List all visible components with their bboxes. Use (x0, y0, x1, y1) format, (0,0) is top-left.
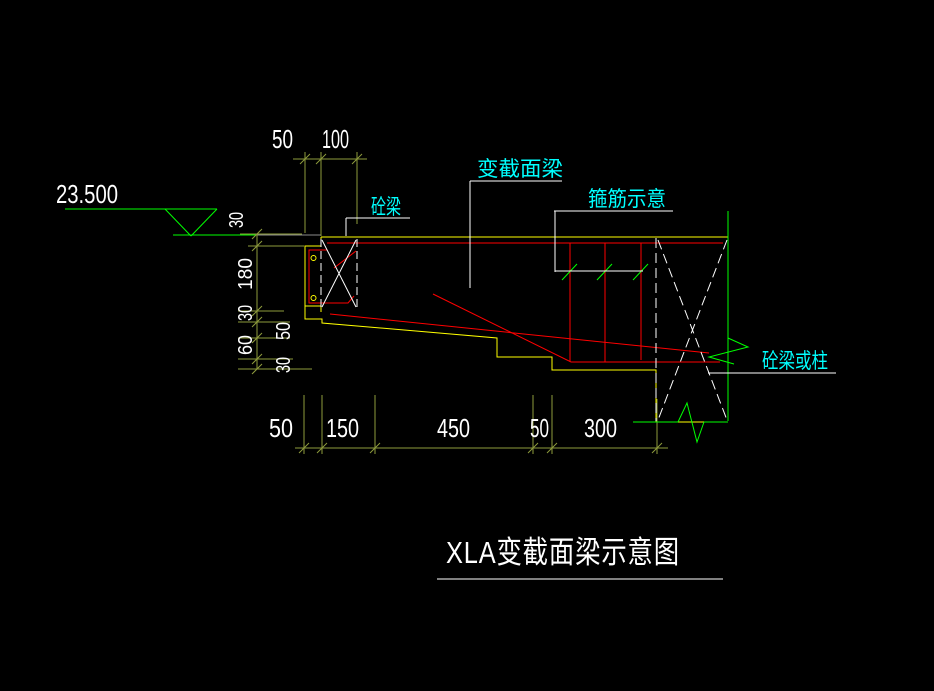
end-anchorage (309, 250, 354, 303)
dim-text-left2-1: 30 (273, 357, 295, 373)
label-concrete-beam: 砼梁 (346, 196, 410, 236)
dim-tick (252, 241, 262, 251)
label-concrete-beam-text: 砼梁 (371, 196, 401, 219)
label-concrete-beam-or-column-text: 砼梁或柱 (762, 350, 828, 373)
bottom-dimension-chain: 50 150 450 50 300 (269, 395, 668, 454)
dim-text-bottom-0: 50 (269, 413, 293, 443)
dim-text-left-3: 60 (235, 335, 257, 355)
dim-tick (316, 154, 326, 164)
sloped-bottom-rebar (330, 314, 709, 353)
label-stirrup-schematic-text: 箍筋示意 (588, 188, 666, 211)
column-cross-diagonal (658, 240, 727, 420)
dim-tick (252, 354, 262, 364)
dim-tick (252, 317, 262, 327)
dim-text-bottom-3: 50 (530, 413, 549, 443)
dim-tick (652, 443, 662, 453)
stirrup-tick (562, 264, 577, 280)
bent-up-rebar (433, 294, 720, 362)
dim-text-left-2: 30 (235, 305, 257, 321)
right-column (633, 211, 728, 442)
leader-arrow (709, 338, 748, 364)
dim-text-bottom-1: 150 (326, 413, 359, 443)
dim-tick (528, 443, 538, 453)
dim-tick (300, 154, 310, 164)
elevation-value: 23.500 (56, 179, 118, 209)
top-dimension-chain: 50 100 (272, 124, 367, 236)
dim-tick (352, 154, 362, 164)
stirrups (562, 243, 648, 362)
beam-outline (305, 237, 728, 422)
dim-text-bottom-4: 300 (584, 413, 617, 443)
break-symbol (678, 403, 704, 442)
label-variable-section-beam: 变截面梁 (470, 158, 563, 288)
left-support-block (321, 239, 357, 309)
dim-text-top-0: 50 (272, 124, 293, 154)
drawing-title: XLA变截面梁示意图 (437, 535, 723, 579)
dim-tick (252, 306, 262, 316)
block-cross-diagonal (322, 240, 356, 307)
rebar-lines (309, 243, 723, 362)
dim-tick (252, 364, 262, 374)
dim-tick (547, 443, 557, 453)
left-dimension-chain: 30 180 30 60 50 30 (226, 212, 312, 374)
dim-text-left-1: 180 (235, 258, 257, 290)
beam-bottom-stepped-edge (305, 237, 728, 422)
label-concrete-beam-or-column: 砼梁或柱 (708, 338, 836, 373)
elevation-triangle-right (191, 209, 217, 236)
anchor-bolt-top (311, 256, 316, 261)
dim-text-left-0: 30 (226, 212, 248, 228)
elevation-triangle-left (165, 209, 191, 236)
drawing-title-text: XLA变截面梁示意图 (446, 535, 680, 570)
label-variable-section-beam-text: 变截面梁 (477, 158, 563, 181)
elevation-marker: 23.500 (56, 179, 321, 236)
dim-tick (317, 443, 327, 453)
dim-tick (370, 443, 380, 453)
stirrup-tick (597, 264, 612, 280)
anchor-bolt-bottom (311, 296, 316, 301)
label-stirrup-schematic: 箍筋示意 (554, 188, 673, 272)
dim-tick (252, 229, 262, 239)
stirrup-tick (633, 264, 648, 280)
dim-text-bottom-2: 450 (437, 413, 470, 443)
dim-text-top-1: 100 (322, 124, 349, 154)
anchorage-hook (334, 251, 356, 268)
dim-text-left2-0: 50 (273, 322, 295, 340)
dim-tick (252, 333, 262, 343)
dim-tick (299, 443, 309, 453)
